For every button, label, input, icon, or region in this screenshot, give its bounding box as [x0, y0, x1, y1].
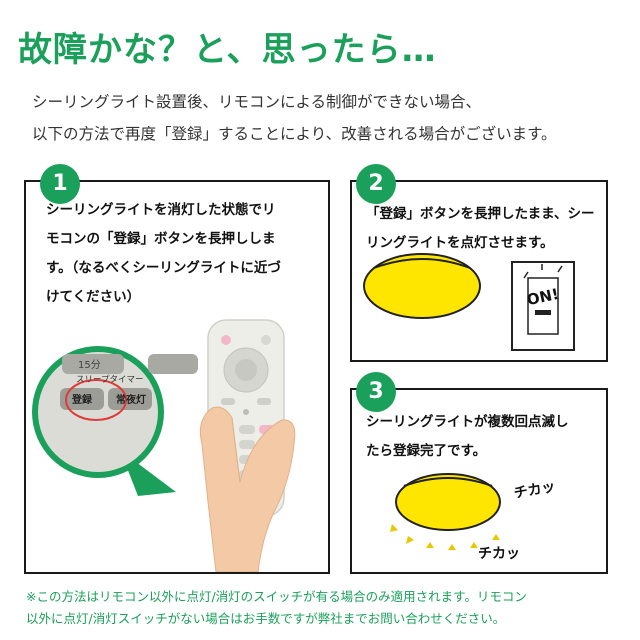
step-1-line: モコンの「登録」ボタンを長押ししま: [46, 231, 276, 247]
ceiling-light-blinking-illustration: [395, 473, 501, 531]
step-3-illustration: チカッ チカッ: [390, 473, 557, 562]
step-1-illustration: 15分 スリープタイマー 登録 常夜灯: [32, 319, 296, 572]
step-3-panel: シーリングライトが複数回点滅し たら登録完了です。 チカッ チカッ: [350, 388, 608, 574]
step-3-text: シーリングライトが複数回点滅し たら登録完了です。: [366, 408, 602, 466]
blink-text-1: チカッ: [513, 479, 557, 502]
step-2-panel: 「登録」ボタンを長押したまま、シー リングライトを点灯させます。 ON!: [350, 180, 608, 362]
intro-line-1: シーリングライト設置後、リモコンによる制御ができない場合、: [32, 93, 482, 111]
hand-illustration: [199, 406, 296, 572]
button-15-label: 15分: [78, 359, 101, 371]
ceiling-light-on-illustration: [363, 253, 481, 319]
intro-line-2: 以下の方法で再度「登録」することにより、改善される場合がございます。: [32, 125, 557, 143]
footer-note-line-1: ※この方法はリモコン以外に点灯/消灯のスイッチが有る場合のみ適用されます。リモコ…: [26, 589, 527, 604]
step-1-line: けてください）: [46, 289, 141, 305]
step-2-text: 「登録」ボタンを長押したまま、シー リングライトを点灯させます。: [366, 200, 602, 258]
step-3-line: シーリングライトが複数回点滅し: [366, 414, 569, 430]
step-1-number-badge: 1: [40, 164, 80, 204]
step-3-number-badge: 3: [356, 372, 396, 412]
step-2-line: リングライトを点灯させます。: [366, 235, 554, 251]
register-button-label: 登録: [71, 393, 93, 406]
step-2-line: 「登録」ボタンを長押したまま、シー: [366, 206, 595, 222]
step-3-line: たら登録完了です。: [366, 443, 487, 459]
sleep-timer-label: スリープタイマー: [76, 375, 144, 385]
footer-note-line-2: 以外に点灯/消灯スイッチがない場合はお手数ですが弊社までお問い合わせください。: [26, 611, 506, 626]
wall-switch-illustration: [511, 261, 575, 351]
night-light-button-label: 常夜灯: [116, 393, 146, 406]
zoom-callout: [32, 346, 198, 496]
step-1-text: シーリングライトを消灯した状態でリ モコンの「登録」ボタンを長押ししま す。（な…: [46, 196, 316, 312]
blink-text-2: チカッ: [478, 546, 520, 562]
step-2-number-badge: 2: [356, 164, 396, 204]
step-1-panel: シーリングライトを消灯した状態でリ モコンの「登録」ボタンを長押ししま す。（な…: [24, 180, 330, 574]
blink-rays-icon: [390, 524, 500, 550]
step-1-line: す。（なるべくシーリングライトに近づ: [46, 260, 281, 276]
step-2-illustration: ON!: [363, 253, 575, 351]
page-title: 故障かな？と、思ったら…: [18, 30, 437, 70]
step-1-line: シーリングライトを消灯した状態でリ: [46, 202, 276, 218]
